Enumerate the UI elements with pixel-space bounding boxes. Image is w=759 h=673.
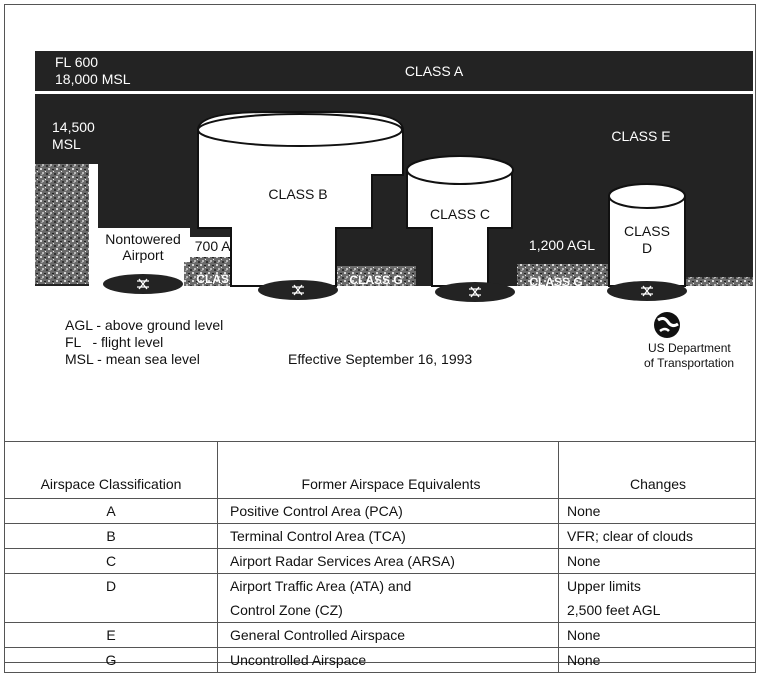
dot-name-line1: US Department (648, 341, 731, 356)
legend-fl: FL - flight level (65, 334, 163, 351)
table-row: E General Controlled Airspace None (5, 623, 756, 648)
dot-logo-icon (654, 312, 680, 338)
cell-change: None (559, 623, 756, 648)
msl-14500-label: 14,500 (52, 119, 95, 135)
cell-class (5, 598, 218, 623)
cell-former: Airport Radar Services Area (ARSA) (218, 549, 559, 574)
table-row: A Positive Control Area (PCA) None (5, 499, 756, 524)
nontowered-label-2: Airport (122, 247, 163, 263)
airspace-diagram: FL 600 18,000 MSL CLASS A 14,500 MSL CLA… (0, 0, 759, 440)
class-a-band (35, 51, 753, 91)
airport-class-d (607, 281, 687, 301)
header-former: Former Airspace Equivalents (218, 442, 559, 499)
effective-date: Effective September 16, 1993 (288, 351, 472, 368)
cell-class: A (5, 499, 218, 524)
cell-change: None (559, 499, 756, 524)
table-row: C Airport Radar Services Area (ARSA) Non… (5, 549, 756, 574)
cell-change: 2,500 feet AGL (559, 598, 756, 623)
table-row: B Terminal Control Area (TCA) VFR; clear… (5, 524, 756, 549)
class-g-label-2: CLASS G (349, 273, 402, 287)
terrain-right (685, 277, 753, 286)
class-b-label: CLASS B (268, 186, 327, 202)
cell-former: Terminal Control Area (TCA) (218, 524, 559, 549)
fl-600-label: FL 600 (55, 54, 98, 70)
header-classification: Airspace Classification (5, 442, 218, 499)
class-a-label: CLASS A (405, 63, 464, 79)
class-d-label: CLASS (624, 223, 670, 239)
cell-change: None (559, 549, 756, 574)
terrain-left (35, 164, 89, 284)
class-e-label: CLASS E (611, 128, 670, 144)
airspace-table: Airspace Classification Former Airspace … (4, 441, 756, 673)
cell-class: G (5, 648, 218, 673)
table-row: Control Zone (CZ) 2,500 feet AGL (5, 598, 756, 623)
cell-class: C (5, 549, 218, 574)
class-c-label: CLASS C (430, 206, 490, 222)
airport-nontowered (103, 274, 183, 294)
nontowered-label: Nontowered (105, 231, 181, 247)
class-c-top (407, 156, 513, 184)
cell-former: General Controlled Airspace (218, 623, 559, 648)
header-changes: Changes (559, 442, 756, 499)
class-g-label-3: CLASS G (529, 275, 582, 289)
class-b-top (198, 114, 402, 146)
dot-name-line2: of Transportation (644, 356, 734, 371)
cell-former: Airport Traffic Area (ATA) and (218, 574, 559, 599)
table-header-row: Airspace Classification Former Airspace … (5, 442, 756, 499)
cell-class: B (5, 524, 218, 549)
msl-18000-label: 18,000 MSL (55, 71, 131, 87)
msl-14500-label-2: MSL (52, 136, 81, 152)
cell-change: Upper limits (559, 574, 756, 599)
airport-class-c (435, 282, 515, 302)
cell-class: D (5, 574, 218, 599)
cell-class: E (5, 623, 218, 648)
cell-former: Positive Control Area (PCA) (218, 499, 559, 524)
cell-change: None (559, 648, 756, 673)
legend-agl: AGL - above ground level (65, 317, 223, 334)
cell-former: Control Zone (CZ) (218, 598, 559, 623)
agl-1200-label: 1,200 AGL (529, 237, 595, 253)
table-row: G Uncontrolled Airspace None (5, 648, 756, 673)
airport-class-b (258, 280, 338, 300)
class-d-top (609, 184, 685, 208)
legend-msl: MSL - mean sea level (65, 351, 200, 368)
table-row: D Airport Traffic Area (ATA) and Upper l… (5, 574, 756, 599)
class-d-label-2: D (642, 240, 652, 256)
cell-change: VFR; clear of clouds (559, 524, 756, 549)
cell-former: Uncontrolled Airspace (218, 648, 559, 673)
